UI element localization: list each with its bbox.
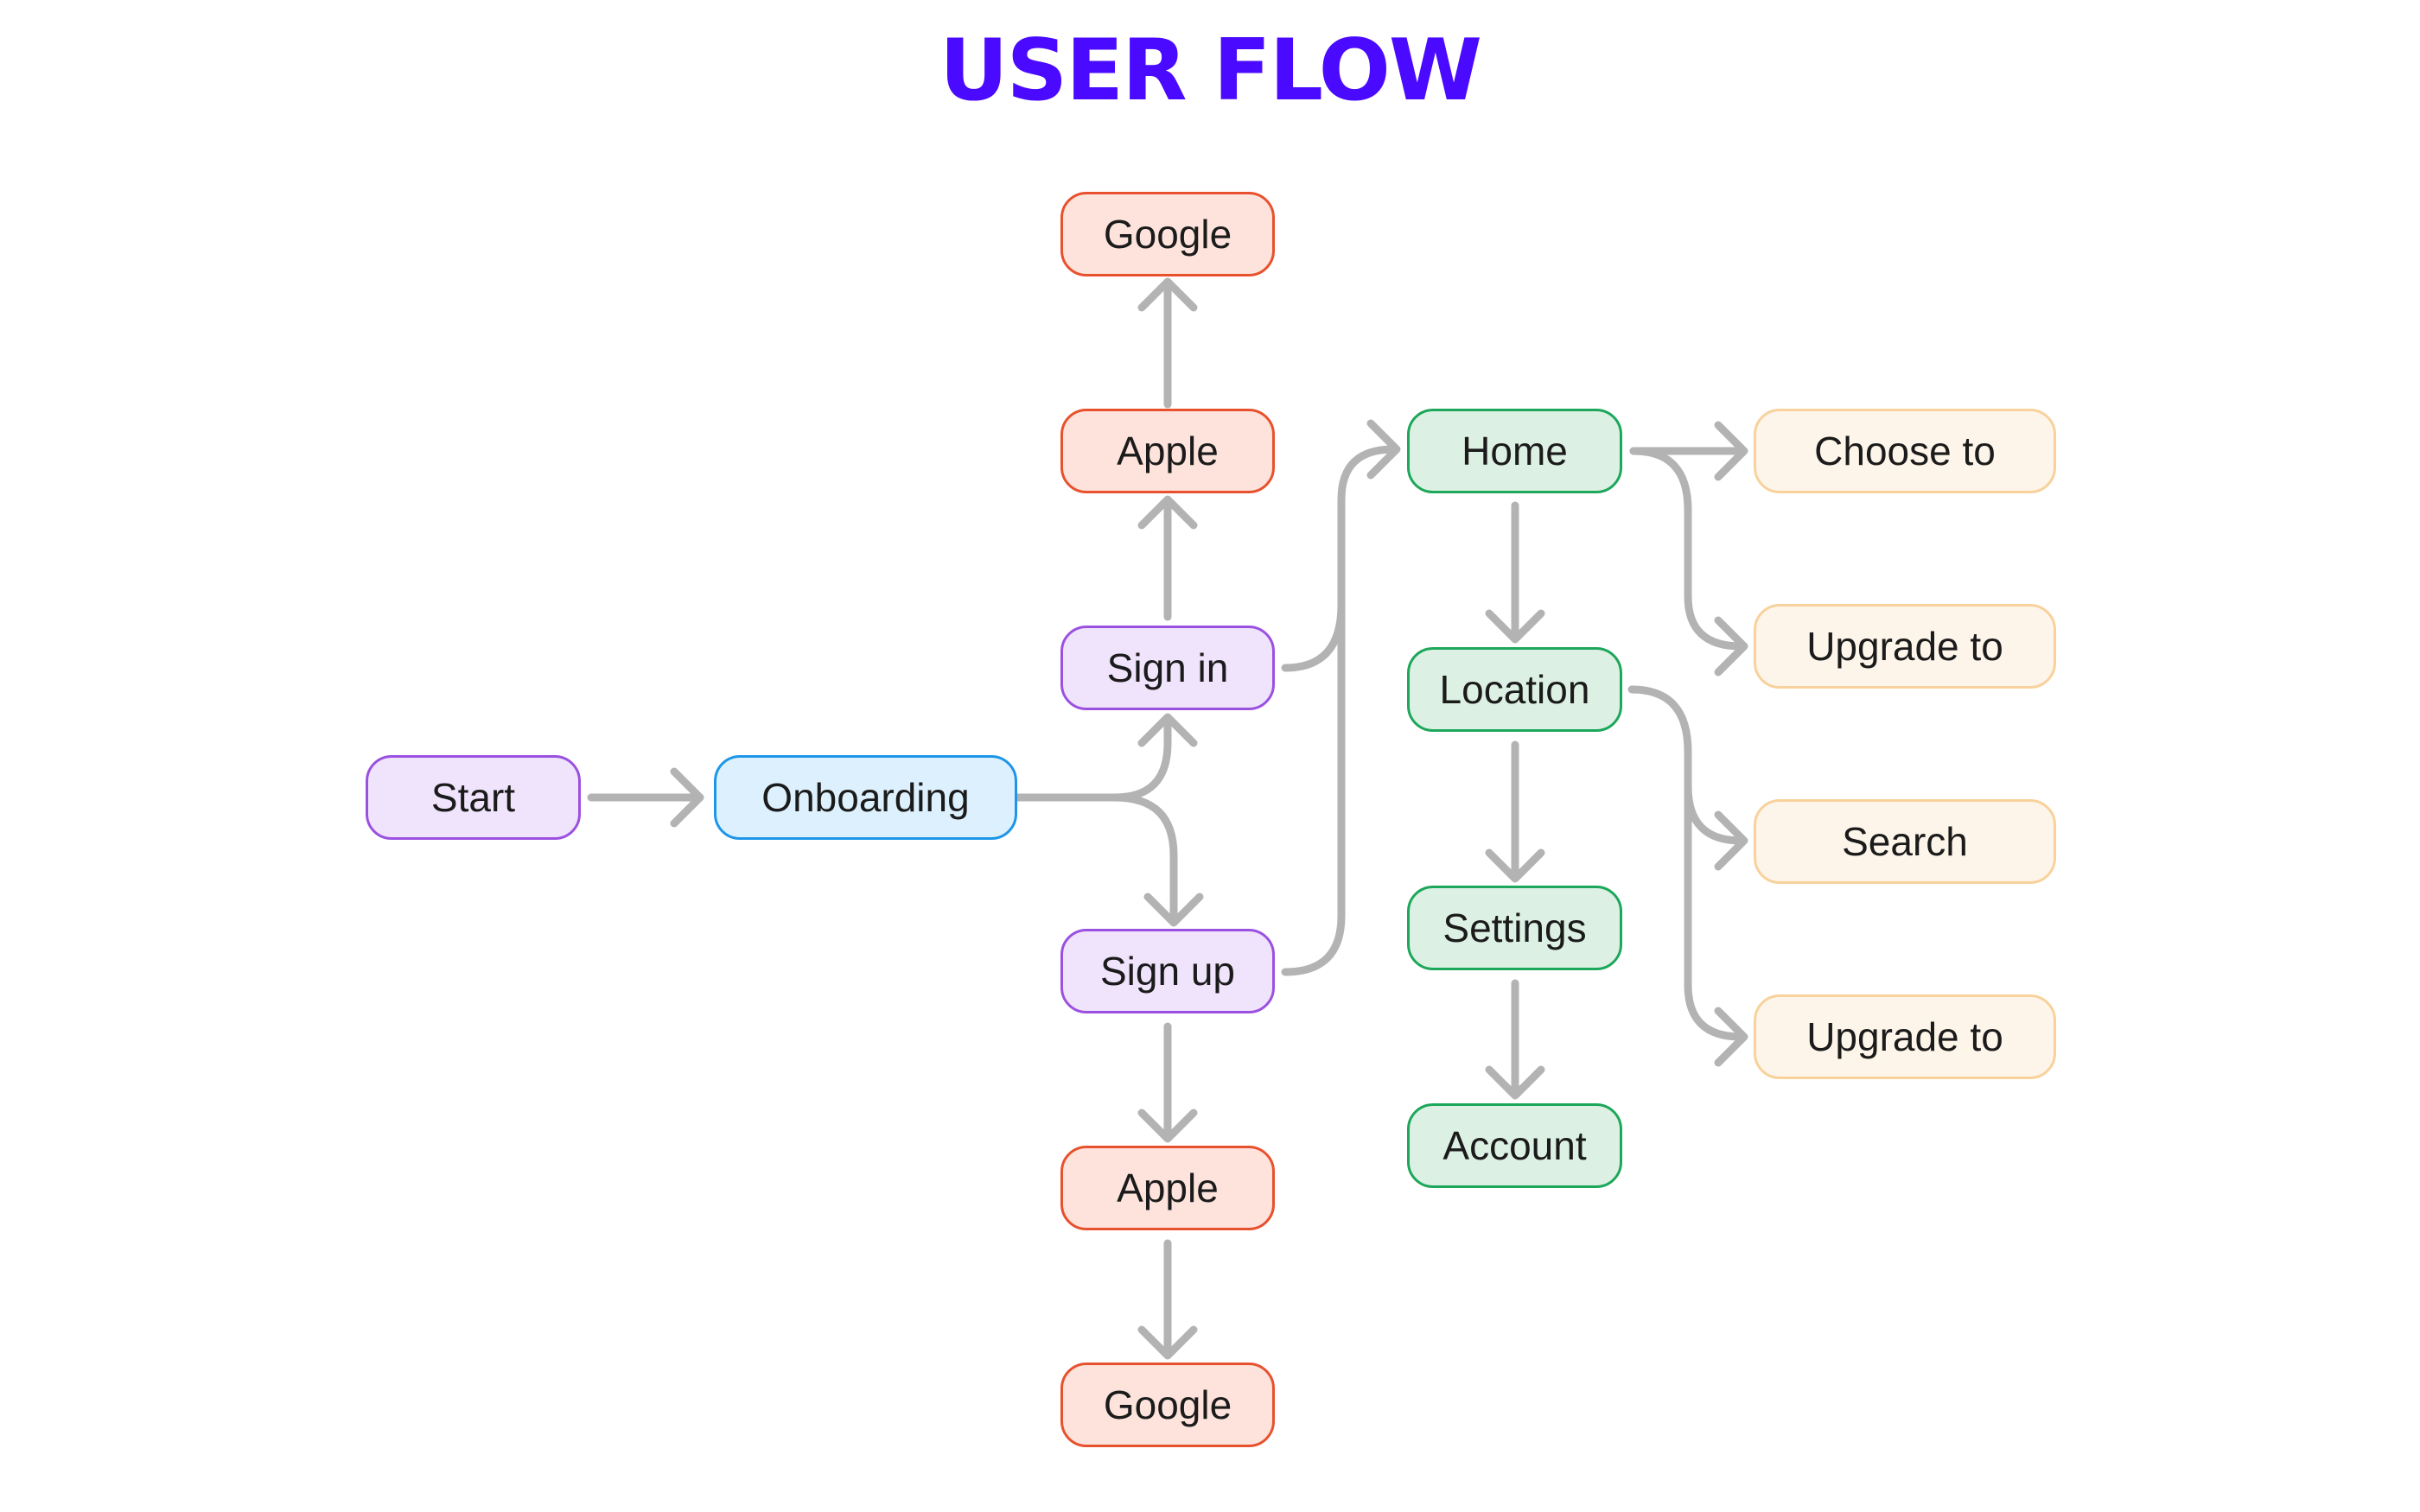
arrowhead-icon	[1485, 1065, 1545, 1100]
edge-line	[1629, 447, 1745, 651]
arrowhead-icon	[1714, 421, 1748, 481]
arrowhead-icon	[670, 767, 704, 828]
node-label: Upgrade to	[1806, 624, 2003, 669]
edge-location-to-upgrade-to-2	[1684, 782, 1748, 1067]
node-upgrade-to-2[interactable]: Upgrade to	[1754, 994, 2056, 1079]
node-label: Apple	[1117, 429, 1219, 473]
edge-line	[1627, 685, 1745, 845]
page-title: USER FLOW	[939, 22, 1482, 120]
edge-location-to-search	[1627, 685, 1748, 871]
node-onboarding[interactable]: Onboarding	[714, 755, 1017, 840]
node-label: Home	[1462, 429, 1568, 473]
edge-sign-in-to-apple-signin	[1137, 495, 1198, 621]
node-label: Search	[1842, 819, 1968, 864]
node-apple-signin[interactable]: Apple	[1060, 409, 1275, 493]
node-google-signup[interactable]: Google	[1060, 1363, 1275, 1447]
node-label: Upgrade to	[1806, 1014, 2003, 1059]
node-label: Google	[1103, 1382, 1232, 1427]
node-label: Sign in	[1106, 645, 1229, 690]
arrowhead-icon	[1137, 277, 1198, 312]
node-label: Settings	[1442, 905, 1587, 950]
arrowhead-icon	[1137, 1325, 1198, 1360]
edge-line	[1013, 716, 1172, 802]
arrowhead-icon	[1366, 419, 1401, 480]
edge-location-to-settings	[1485, 740, 1545, 883]
arrowhead-icon	[1137, 495, 1198, 530]
edge-apple-signin-to-google-signin	[1137, 277, 1198, 409]
node-label: Apple	[1117, 1166, 1219, 1210]
node-search[interactable]: Search	[1754, 799, 2056, 884]
edge-start-to-onboarding	[587, 767, 704, 828]
arrowhead-icon	[1714, 616, 1748, 677]
edge-home-to-location	[1485, 501, 1545, 644]
node-home[interactable]: Home	[1407, 409, 1622, 493]
arrowhead-icon	[1485, 848, 1545, 883]
edge-onboarding-to-sign-up	[1111, 793, 1204, 927]
node-google-signin[interactable]: Google	[1060, 192, 1275, 276]
edge-line	[1281, 600, 1346, 976]
edge-apple-signup-to-google-signup	[1137, 1239, 1198, 1360]
node-label: Sign up	[1099, 949, 1235, 994]
node-settings[interactable]: Settings	[1407, 886, 1622, 970]
edge-sign-up-to-apple-signup	[1137, 1022, 1198, 1143]
node-location[interactable]: Location	[1407, 647, 1622, 732]
edge-line	[1684, 782, 1745, 1041]
arrowhead-icon	[1714, 810, 1748, 871]
node-account[interactable]: Account	[1407, 1103, 1622, 1188]
node-start[interactable]: Start	[366, 755, 581, 840]
edge-line	[1111, 793, 1178, 924]
node-label: Account	[1442, 1123, 1587, 1168]
arrowhead-icon	[1714, 1007, 1748, 1067]
edge-onboarding-to-sign-in	[1013, 713, 1198, 802]
arrowhead-icon	[1485, 609, 1545, 644]
node-label: Onboarding	[761, 775, 970, 820]
node-sign-up[interactable]: Sign up	[1060, 929, 1275, 1013]
node-upgrade-to-1[interactable]: Upgrade to	[1754, 604, 2056, 689]
node-label: Start	[430, 775, 516, 820]
node-sign-in[interactable]: Sign in	[1060, 626, 1275, 710]
node-label: Google	[1103, 212, 1232, 257]
arrowhead-icon	[1143, 893, 1204, 927]
edge-home-to-upgrade-to-1	[1629, 447, 1748, 677]
edge-settings-to-account	[1485, 979, 1545, 1100]
edge-sign-up-to-home	[1281, 600, 1346, 976]
arrowhead-icon	[1137, 1109, 1198, 1143]
node-label: Location	[1439, 667, 1590, 712]
node-apple-signup[interactable]: Apple	[1060, 1146, 1275, 1230]
node-choose-to[interactable]: Choose to	[1754, 409, 2056, 493]
node-label: Choose to	[1814, 429, 1996, 473]
arrowhead-icon	[1137, 713, 1198, 747]
